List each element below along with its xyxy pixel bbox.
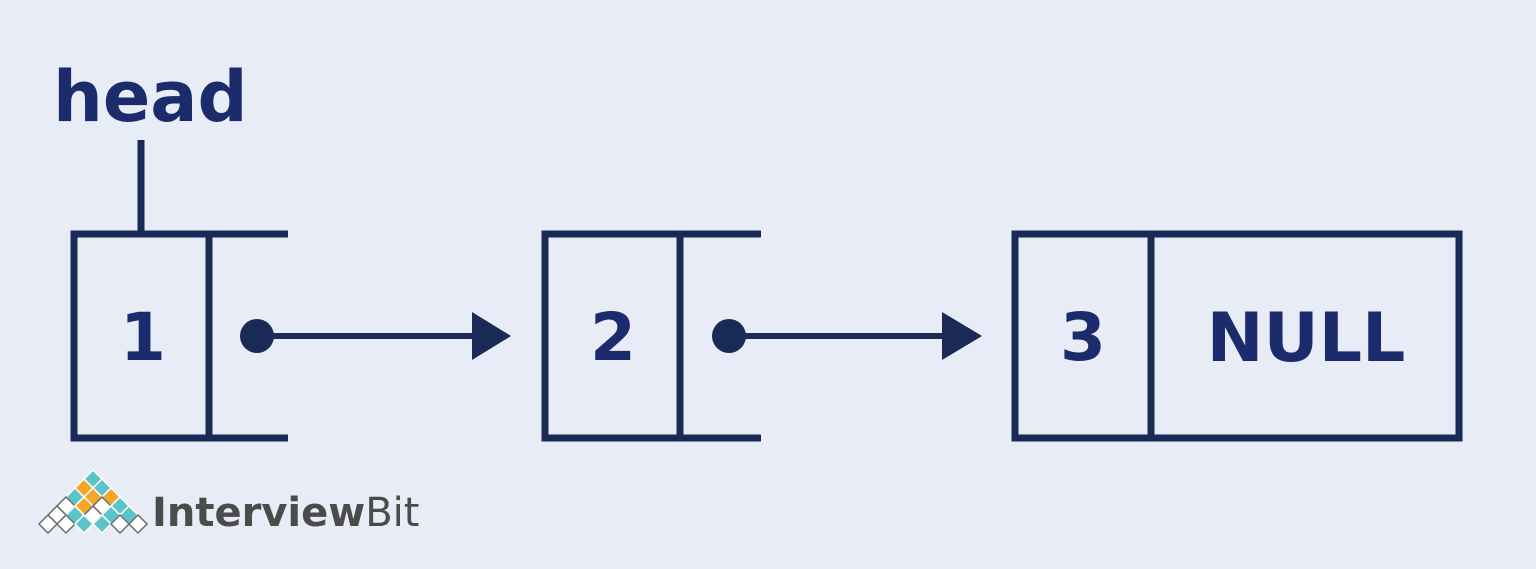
node-1 bbox=[70, 230, 288, 442]
node-1-data-box bbox=[70, 230, 288, 442]
logo-wordmark-interview: Interview bbox=[152, 490, 365, 536]
node-3-value: 3 bbox=[1060, 299, 1106, 376]
logo-diamond-icon bbox=[37, 468, 149, 535]
arrow-head-2 bbox=[942, 312, 982, 360]
node-1-value: 1 bbox=[120, 299, 166, 376]
head-label: head bbox=[53, 56, 248, 138]
null-label: NULL bbox=[1207, 299, 1406, 378]
logo-wordmark-bit: Bit bbox=[365, 490, 419, 536]
node-3-box bbox=[1011, 230, 1463, 442]
node-3 bbox=[1011, 230, 1463, 442]
arrow-1-to-2 bbox=[240, 312, 511, 360]
node-2 bbox=[541, 230, 761, 442]
arrow-2-to-3 bbox=[712, 312, 982, 360]
interviewbit-logo: InterviewBit bbox=[37, 468, 419, 536]
logo-wordmark: InterviewBit bbox=[152, 490, 419, 536]
arrow-head-1 bbox=[472, 312, 511, 360]
node-2-value: 2 bbox=[590, 299, 636, 376]
node-2-data-box bbox=[541, 230, 761, 442]
